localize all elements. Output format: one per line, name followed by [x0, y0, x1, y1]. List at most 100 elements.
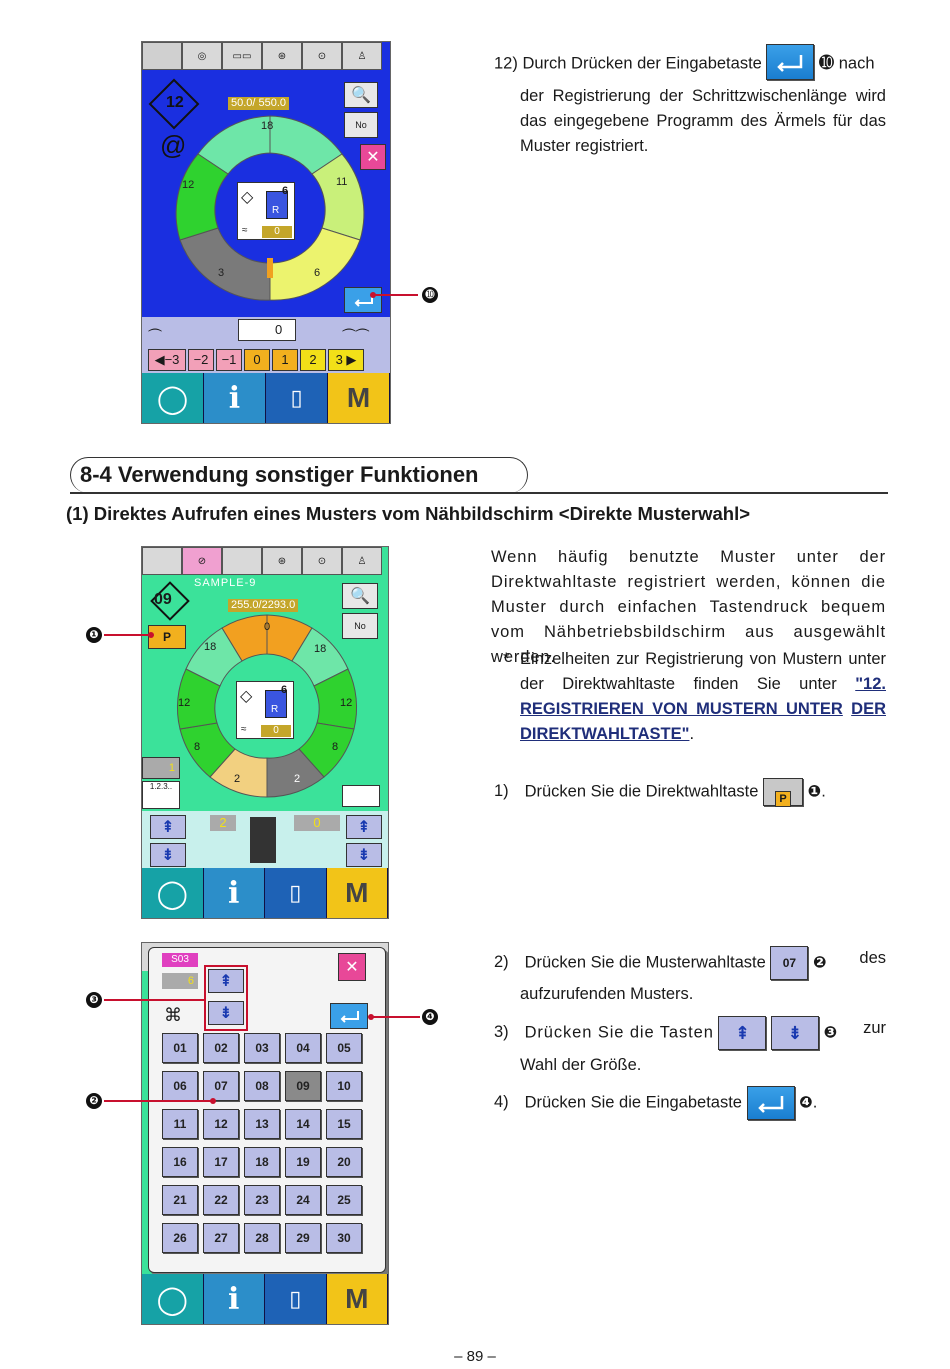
- info-icon: i: [228, 1281, 240, 1317]
- segment-label: 0: [264, 621, 271, 633]
- mode-label: M: [345, 1283, 369, 1314]
- step12-line1: 12) Durch Drücken der Eingabetaste ➓ nac…: [494, 44, 886, 82]
- sleeve-pair-icon: ⌘: [164, 1005, 182, 1025]
- pattern-key-29[interactable]: 29: [285, 1223, 321, 1253]
- ready-button[interactable]: ◯: [142, 868, 204, 918]
- zoom-icon[interactable]: 🔍: [342, 583, 378, 609]
- pattern-key-08[interactable]: 08: [244, 1071, 280, 1101]
- bobbin-icon[interactable]: ⊛: [262, 547, 302, 575]
- close-icon[interactable]: ✕: [360, 144, 386, 170]
- enter-button[interactable]: [344, 287, 382, 313]
- info-button[interactable]: i: [204, 373, 266, 423]
- pattern-key-24[interactable]: 24: [285, 1185, 321, 1215]
- direct-select-button[interactable]: P: [148, 625, 186, 649]
- communication-button[interactable]: ▯: [265, 868, 327, 918]
- pattern-key-05[interactable]: 05: [326, 1033, 362, 1063]
- callout-pointer: [368, 1014, 374, 1020]
- pattern-key-18[interactable]: 18: [244, 1147, 280, 1177]
- toolbar-blank-button[interactable]: [142, 547, 182, 575]
- enter-button[interactable]: [330, 1003, 368, 1029]
- section-subtitle: (1) Direktes Aufrufen eines Musters vom …: [66, 503, 751, 524]
- pattern-key-21[interactable]: 21: [162, 1185, 198, 1215]
- user-icon[interactable]: ♙: [342, 547, 382, 575]
- pattern-key-19[interactable]: 19: [285, 1147, 321, 1177]
- step-key-minus1[interactable]: −1: [216, 349, 242, 371]
- ruler-icon[interactable]: [342, 785, 380, 807]
- note-link[interactable]: DER DIREKTWAHLTASTE": [520, 700, 886, 743]
- pattern-key-14[interactable]: 14: [285, 1109, 321, 1139]
- thread-icon[interactable]: ◎: [182, 42, 222, 70]
- note-link[interactable]: "12. REGISTRIEREN VON MUSTERN UNTER: [520, 675, 886, 718]
- step-key-3[interactable]: 3 ▶: [328, 349, 364, 371]
- pattern-key-07[interactable]: 07: [203, 1071, 239, 1101]
- thread-cancel-icon[interactable]: ⊘: [182, 547, 222, 575]
- counter-icon[interactable]: ▭▭: [222, 42, 262, 70]
- pattern-key-11[interactable]: 11: [162, 1109, 198, 1139]
- pattern-key-22[interactable]: 22: [203, 1185, 239, 1215]
- no-search-icon[interactable]: No: [342, 613, 378, 639]
- mode-button[interactable]: M: [328, 373, 390, 423]
- size-down-button[interactable]: ⇟: [208, 1001, 244, 1025]
- pattern-key-09[interactable]: 09: [285, 1071, 321, 1101]
- pattern-key-13[interactable]: 13: [244, 1109, 280, 1139]
- mode-button[interactable]: M: [326, 868, 388, 918]
- close-icon[interactable]: ✕: [338, 953, 366, 981]
- pattern-key-26[interactable]: 26: [162, 1223, 198, 1253]
- toolbar-blank-button[interactable]: [222, 547, 262, 575]
- pattern-key-25[interactable]: 25: [326, 1185, 362, 1215]
- mode-button[interactable]: M: [326, 1274, 388, 1324]
- up-arrow-button[interactable]: ⇞: [346, 815, 382, 839]
- step-key-minus2[interactable]: −2: [188, 349, 214, 371]
- step-key-minus3[interactable]: ◀−3: [148, 349, 186, 371]
- pattern-key-06[interactable]: 06: [162, 1071, 198, 1101]
- callout-badge: ➓: [422, 287, 438, 303]
- section-rule: [70, 492, 888, 494]
- step2: 2) Drücken Sie die Musterwahltaste 07 ❷ …: [494, 946, 886, 980]
- pattern-key-17[interactable]: 17: [203, 1147, 239, 1177]
- pattern-key-30[interactable]: 30: [326, 1223, 362, 1253]
- pattern-key-12[interactable]: 12: [203, 1109, 239, 1139]
- bobbin-icon[interactable]: ⊛: [262, 42, 302, 70]
- down-arrow-button[interactable]: ⇟: [150, 843, 186, 867]
- communication-button[interactable]: ▯: [265, 1274, 327, 1324]
- pattern-key-03[interactable]: 03: [244, 1033, 280, 1063]
- step-key-0[interactable]: 0: [244, 349, 270, 371]
- zoom-icon[interactable]: 🔍: [344, 82, 378, 108]
- winder-icon[interactable]: ⊙: [302, 547, 342, 575]
- communication-icon: ▯: [289, 1286, 302, 1311]
- size-up-button[interactable]: ⇞: [208, 969, 244, 993]
- pattern-key-20[interactable]: 20: [326, 1147, 362, 1177]
- no-search-icon[interactable]: No: [344, 112, 378, 138]
- mode-label: M: [346, 382, 371, 413]
- step4: 4) Drücken Sie die Eingabetaste ❹.: [494, 1086, 817, 1120]
- diamond-arrow-icon: ◇: [241, 189, 254, 206]
- info-button[interactable]: i: [203, 868, 265, 918]
- user-icon[interactable]: ♙: [342, 42, 382, 70]
- up-arrow-button[interactable]: ⇞: [150, 815, 186, 839]
- info-button[interactable]: i: [203, 1274, 265, 1324]
- pattern-key-23[interactable]: 23: [244, 1185, 280, 1215]
- pattern-key-28[interactable]: 28: [244, 1223, 280, 1253]
- pattern-key-02[interactable]: 02: [203, 1033, 239, 1063]
- winder-icon[interactable]: ⊙: [302, 42, 342, 70]
- toolbar-blank-button[interactable]: [142, 42, 182, 70]
- down-arrow-button[interactable]: ⇟: [346, 843, 382, 867]
- pattern-code: S03: [162, 953, 198, 967]
- step-key-2[interactable]: 2: [300, 349, 326, 371]
- communication-button[interactable]: ▯: [266, 373, 328, 423]
- ready-button[interactable]: ◯: [142, 373, 204, 423]
- pattern-key-15[interactable]: 15: [326, 1109, 362, 1139]
- pattern-key-04[interactable]: 04: [285, 1033, 321, 1063]
- step-text-post: nach: [838, 54, 875, 73]
- callout-badge: ❶: [86, 627, 102, 643]
- pattern-key-01[interactable]: 01: [162, 1033, 198, 1063]
- callout-pointer: [148, 632, 154, 638]
- pattern-key-10[interactable]: 10: [326, 1071, 362, 1101]
- counter-select-button[interactable]: 1.2.3..: [142, 781, 180, 809]
- step-text: Drücken Sie die Direktwahltaste: [524, 782, 759, 801]
- step-key-1[interactable]: 1: [272, 349, 298, 371]
- segment-label: 3: [218, 267, 225, 279]
- pattern-key-27[interactable]: 27: [203, 1223, 239, 1253]
- ready-button[interactable]: ◯: [142, 1274, 204, 1324]
- pattern-key-16[interactable]: 16: [162, 1147, 198, 1177]
